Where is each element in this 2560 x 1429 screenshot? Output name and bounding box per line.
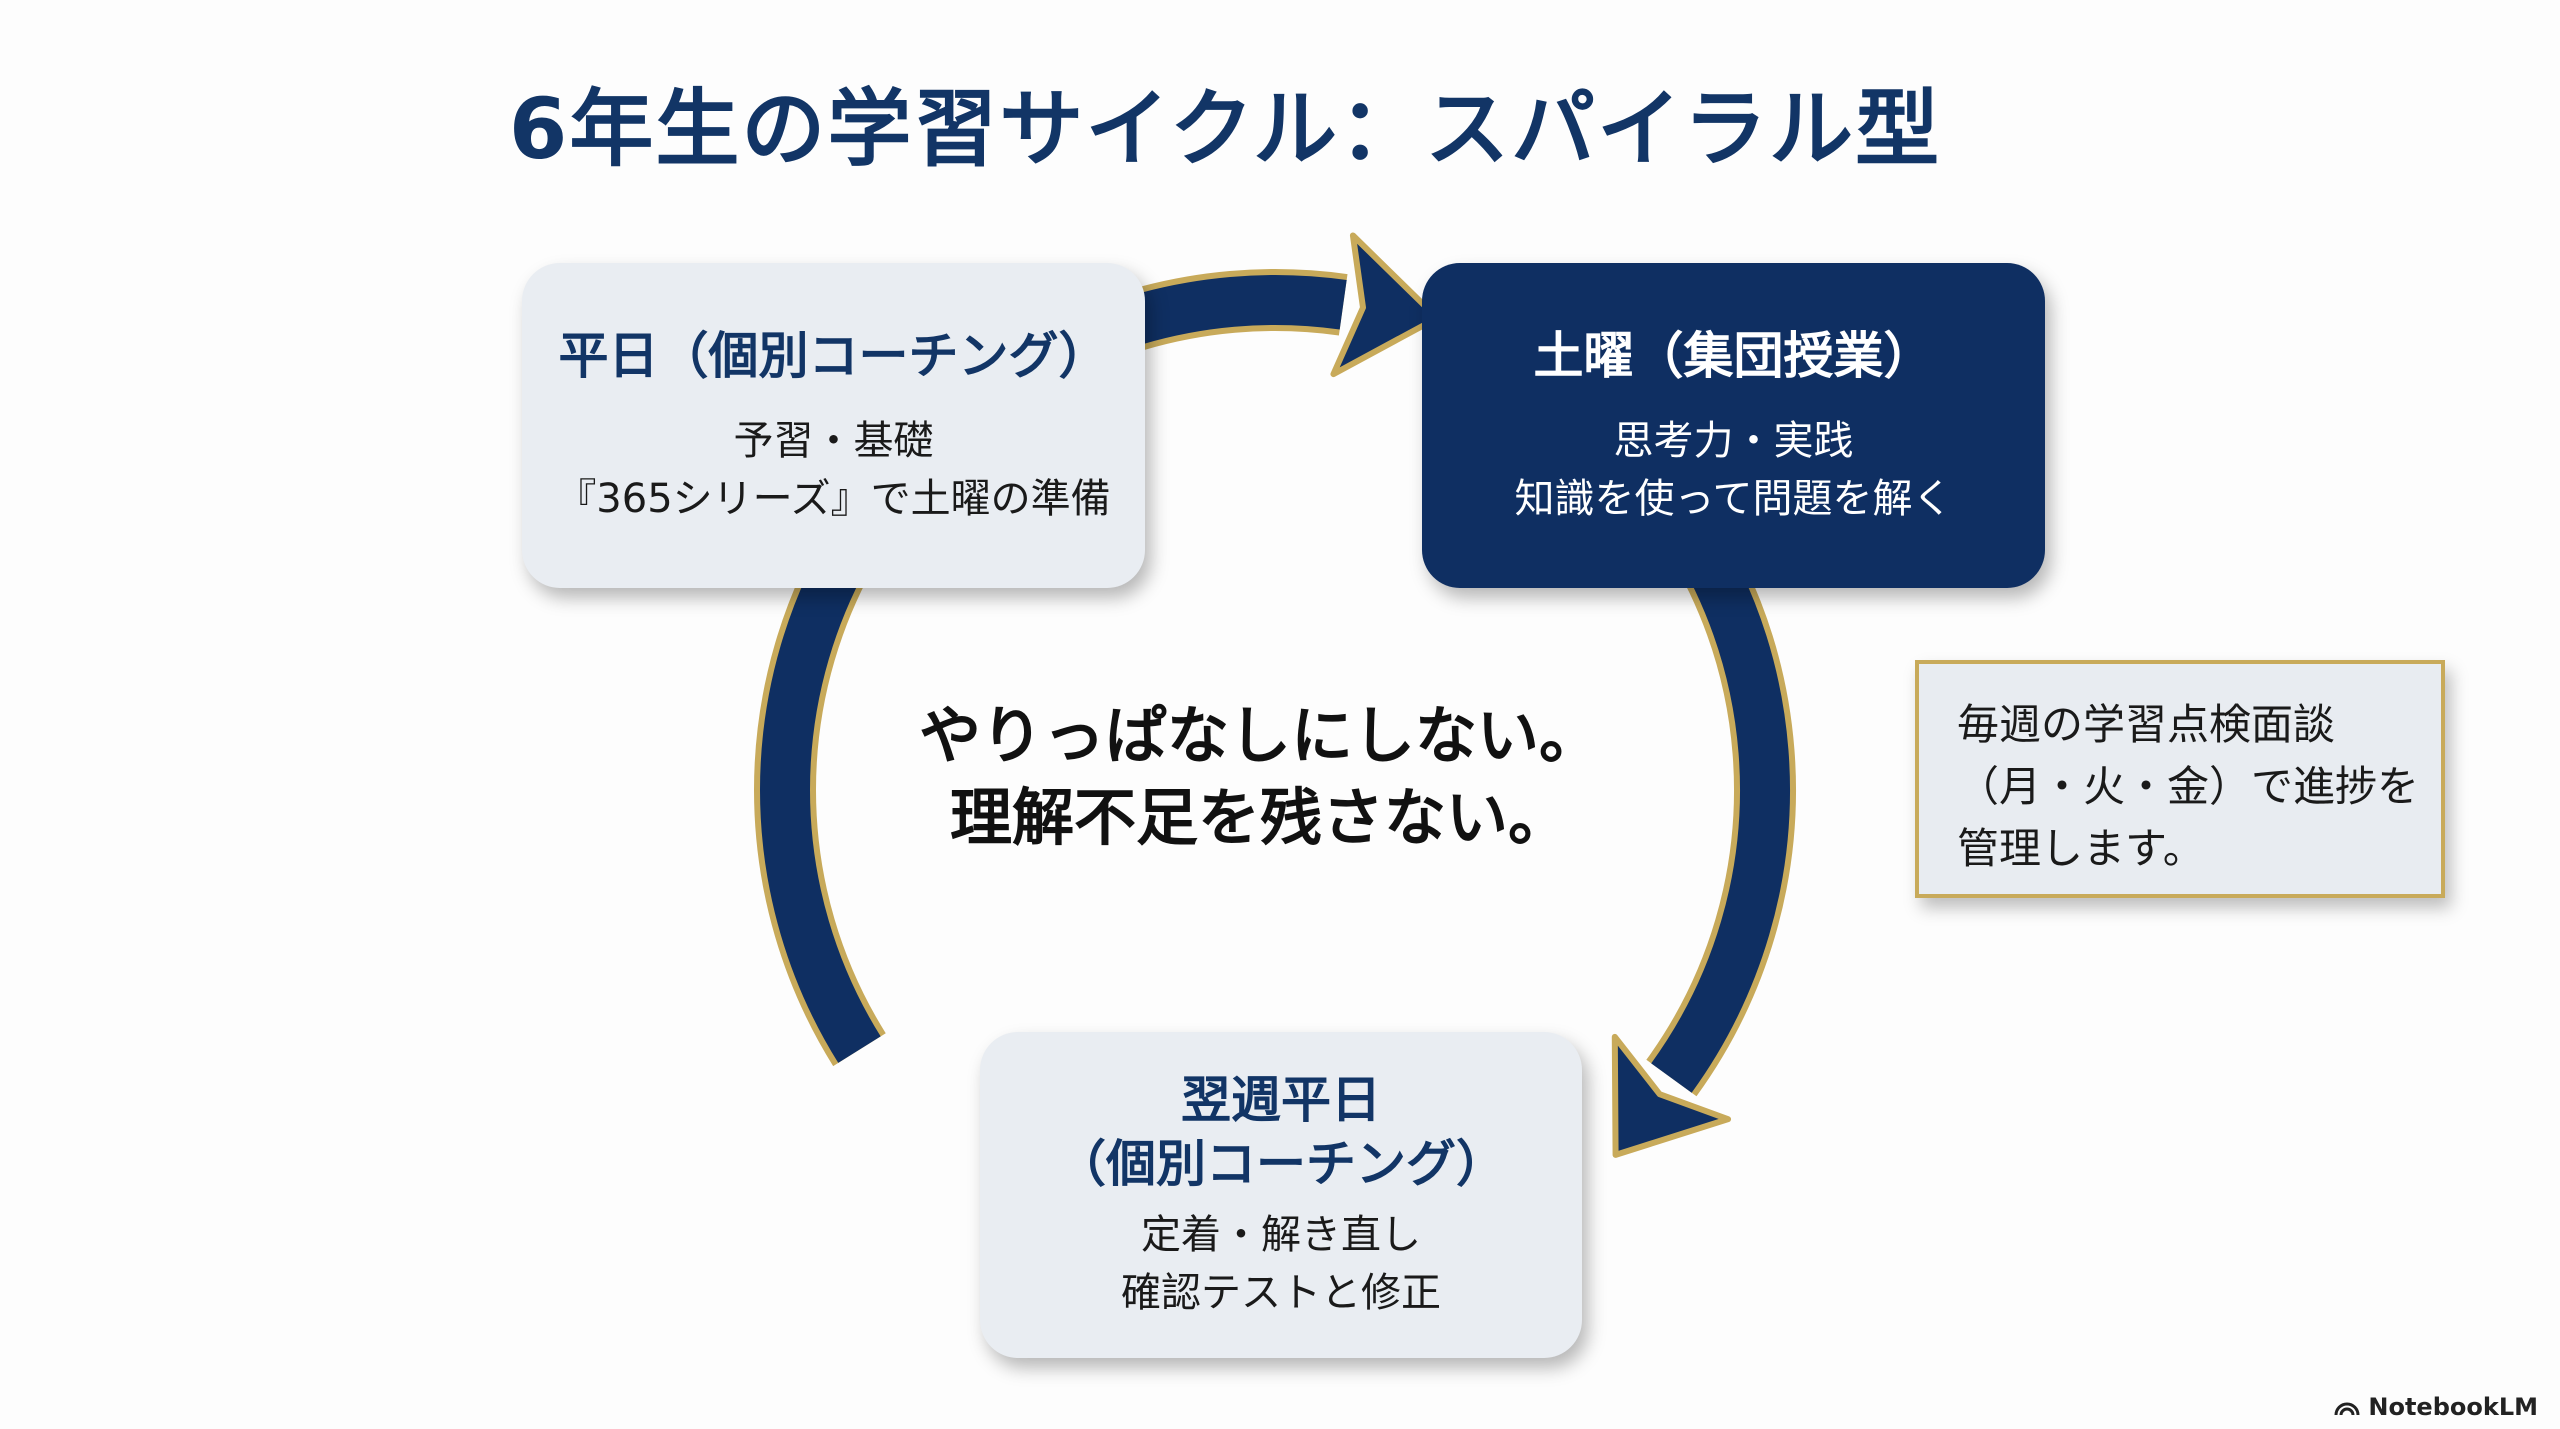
saturday-line2: 知識を使って問題を解く xyxy=(1514,475,1953,522)
page-title: 6年生の学習サイクル：スパイラル型 xyxy=(508,80,1942,178)
center-line2: 理解不足を残さない。 xyxy=(949,781,1570,854)
note-line3: 管理します。 xyxy=(1957,824,2205,873)
saturday-class-box: 土曜（集団授業） 思考力・実践 知識を使って問題を解く xyxy=(1422,263,2045,588)
center-line1: やりっぱなしにしない。 xyxy=(918,699,1601,772)
next-weekday-line2: 確認テストと修正 xyxy=(1121,1270,1441,1316)
arrow-weekday-to-saturday xyxy=(1114,232,1441,378)
saturday-line1: 思考力・実践 xyxy=(1613,417,1854,464)
weekday-heading: 平日（個別コーチング） xyxy=(558,326,1109,385)
next-weekday-box: 翌週平日 （個別コーチング） 定着・解き直し 確認テストと修正 xyxy=(980,1032,1582,1358)
arrowhead-icon xyxy=(1330,232,1441,378)
next-weekday-heading2: （個別コーチング） xyxy=(1056,1135,1506,1193)
brand-label: NotebookLM xyxy=(2368,1393,2538,1421)
saturday-heading: 土曜（集団授業） xyxy=(1533,326,1934,385)
arrowhead-icon xyxy=(1611,1033,1732,1158)
note-line2: （月・火・金）で進捗を xyxy=(1957,762,2420,811)
weekday-line1: 予習・基礎 xyxy=(733,417,934,464)
next-weekday-heading1: 翌週平日 xyxy=(1181,1071,1381,1129)
weekday-coaching-box: 平日（個別コーチング） 予習・基礎 『365シリーズ』で土曜の準備 xyxy=(522,263,1145,588)
weekday-line2: 『365シリーズ』で土曜の準備 xyxy=(556,475,1111,522)
weekly-check-note: 毎週の学習点検面談 （月・火・金）で進捗を 管理します。 xyxy=(1915,660,2445,898)
note-line1: 毎週の学習点検面談 xyxy=(1957,700,2336,749)
center-message: やりっぱなしにしない。 理解不足を残さない。 xyxy=(900,695,1620,859)
notebooklm-brand: NotebookLM xyxy=(2334,1393,2538,1421)
next-weekday-line1: 定着・解き直し xyxy=(1141,1212,1421,1258)
notebooklm-logo-icon xyxy=(2334,1402,2360,1416)
